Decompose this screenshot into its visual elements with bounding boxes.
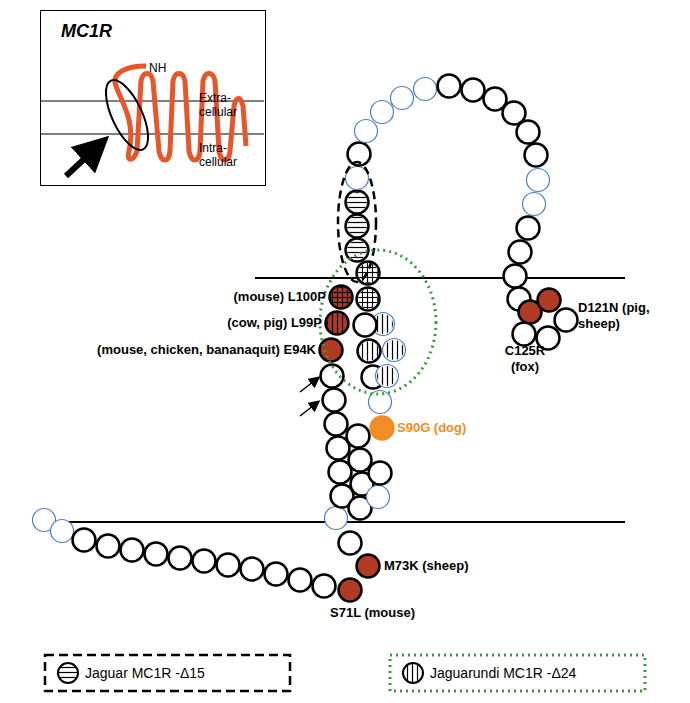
residue-circle bbox=[289, 569, 312, 592]
region-label-holder: Intra- cellular bbox=[199, 141, 261, 170]
legend-frame bbox=[390, 655, 645, 691]
residue-circle bbox=[354, 314, 377, 337]
residue-circle bbox=[523, 193, 546, 216]
membrane-line bbox=[255, 277, 625, 279]
region-label: Extra- cellular bbox=[199, 91, 261, 120]
residue-circle bbox=[367, 486, 390, 509]
legend-text-holder: Jaguar MC1R -Δ15 bbox=[85, 665, 205, 682]
residue-circle bbox=[538, 289, 561, 312]
residue-hatch bbox=[358, 263, 378, 283]
residue-circle bbox=[376, 365, 399, 388]
jaguarundi-deletion-outline bbox=[320, 250, 436, 394]
mutation-label-holder: S71L (mouse) bbox=[330, 605, 415, 621]
region-label: Intra- cellular bbox=[199, 141, 261, 170]
residue-circle bbox=[325, 507, 348, 530]
legend-frame bbox=[45, 655, 290, 691]
mutation-label: D121N (pig, sheep) bbox=[578, 300, 668, 331]
residue-circle bbox=[325, 413, 348, 436]
residue-circle bbox=[525, 144, 548, 167]
residue-hatch bbox=[377, 366, 397, 386]
residue-circle bbox=[369, 462, 392, 485]
residue-circle bbox=[438, 75, 461, 98]
residue-circle bbox=[504, 265, 527, 288]
panel-title-holder: MC1R bbox=[61, 21, 112, 43]
residue-circle bbox=[145, 543, 168, 566]
residue-circle bbox=[527, 169, 550, 192]
pointer-arrow bbox=[300, 402, 318, 416]
residue-circle bbox=[371, 417, 394, 440]
residue-circle bbox=[339, 579, 362, 602]
residue-circle bbox=[73, 529, 96, 552]
mutation-label-holder: (mouse, chicken, bananaquit) E94K bbox=[97, 342, 316, 358]
mutation-label-holder: S90G (dog) bbox=[397, 420, 466, 436]
residue-circle bbox=[313, 575, 336, 598]
residue-circle bbox=[217, 554, 240, 577]
residue-circle bbox=[330, 286, 353, 309]
residue-hatch bbox=[331, 287, 351, 307]
residue-circle bbox=[51, 520, 74, 543]
residue-circle bbox=[320, 339, 343, 362]
legend-text: Jaguar MC1R -Δ15 bbox=[85, 665, 205, 682]
residue-circle bbox=[355, 120, 378, 143]
residue-hatch bbox=[347, 216, 367, 236]
residue-hatch bbox=[327, 313, 347, 333]
mutation-label-holder: C125R (fox) bbox=[490, 343, 560, 374]
mutation-label: S71L (mouse) bbox=[330, 605, 415, 621]
residue-circle bbox=[555, 309, 578, 332]
residue-circle bbox=[323, 389, 346, 412]
mutation-label: C125R (fox) bbox=[490, 343, 560, 374]
residue-circle bbox=[462, 79, 485, 102]
region-label-holder: Extra- cellular bbox=[199, 91, 261, 120]
mutation-label: (mouse) L100P bbox=[234, 289, 326, 305]
residue-circle bbox=[265, 563, 288, 586]
residue-circle bbox=[371, 101, 394, 124]
residue-circle bbox=[357, 262, 380, 285]
residue-circle bbox=[349, 449, 372, 472]
mutation-label-holder: (mouse) L100P bbox=[234, 289, 326, 305]
legend-swatch bbox=[58, 663, 78, 683]
residue-circle bbox=[121, 539, 144, 562]
mutation-label: (mouse, chicken, bananaquit) E94K bbox=[97, 342, 316, 358]
residue-circle bbox=[346, 215, 369, 238]
residue-hatch bbox=[358, 289, 378, 309]
jaguar-deletion-outline bbox=[338, 162, 376, 282]
residue-circle bbox=[383, 339, 406, 362]
pointer-arrow bbox=[300, 378, 318, 392]
mutation-label: S90G (dog) bbox=[397, 420, 466, 436]
residue-circle bbox=[193, 550, 216, 573]
residue-circle bbox=[517, 121, 540, 144]
legend-text: Jaguarundi MC1R -Δ24 bbox=[430, 665, 576, 682]
residue-circle bbox=[97, 535, 120, 558]
residue-circle bbox=[357, 555, 380, 578]
panel-title: MC1R bbox=[61, 21, 112, 43]
mutation-label-holder: (cow, pig) L99P bbox=[227, 315, 322, 331]
inset-panel: MC1R NH Extra- cellularIntra- cellular bbox=[40, 10, 266, 186]
residue-circle bbox=[347, 425, 370, 448]
residue-circle bbox=[358, 340, 381, 363]
residue-circle bbox=[357, 288, 380, 311]
residue-circle bbox=[339, 532, 362, 555]
residue-circle bbox=[391, 87, 414, 110]
residue-circle bbox=[241, 558, 264, 581]
residue-hatch bbox=[347, 240, 367, 260]
residue-circle bbox=[346, 191, 369, 214]
legend-text-holder: Jaguarundi MC1R -Δ24 bbox=[430, 665, 576, 682]
mutation-label-holder: D121N (pig, sheep) bbox=[578, 300, 668, 331]
residue-hatch bbox=[384, 340, 404, 360]
residue-circle bbox=[517, 217, 540, 240]
legend-swatch bbox=[403, 663, 423, 683]
residue-circle bbox=[513, 323, 536, 346]
residue-circle bbox=[414, 78, 437, 101]
mutation-label: M73K (sheep) bbox=[384, 558, 469, 574]
residue-hatch bbox=[359, 341, 379, 361]
mutation-label-holder: M73K (sheep) bbox=[384, 558, 469, 574]
residue-circle bbox=[326, 312, 349, 335]
terminus-label-holder: NH bbox=[149, 61, 166, 75]
terminus-label: NH bbox=[149, 61, 166, 75]
residue-hatch bbox=[347, 192, 367, 212]
residue-circle bbox=[509, 241, 532, 264]
residue-circle bbox=[169, 547, 192, 570]
mutation-label: (cow, pig) L99P bbox=[227, 315, 322, 331]
